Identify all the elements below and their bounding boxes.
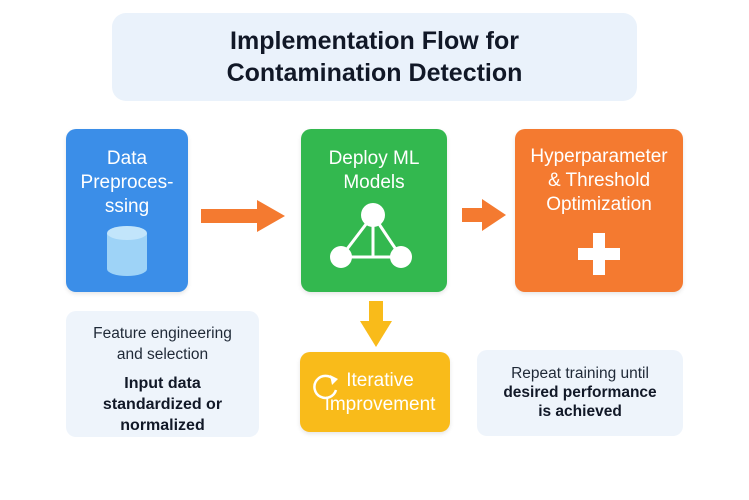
step-deploy-ml-models: Deploy ML Models bbox=[301, 129, 447, 292]
note-repeat-training: Repeat training until desired performanc… bbox=[477, 350, 683, 436]
step-label: Deploy ML Models bbox=[328, 148, 420, 193]
step-label: Hyperparameter & Threshold Optimization bbox=[530, 146, 668, 215]
note-text: and selection bbox=[116, 346, 209, 363]
note-text-bold: is achieved bbox=[538, 403, 622, 420]
note-text: Feature engineering bbox=[93, 325, 232, 342]
note-text-bold: Input data bbox=[124, 375, 201, 392]
network-icon bbox=[330, 203, 412, 268]
note-text: Repeat training until bbox=[511, 365, 649, 382]
database-icon bbox=[107, 226, 147, 276]
step-hyperparameter-optimization: Hyperparameter & Threshold Optimization bbox=[515, 129, 683, 292]
step-iterative-improvement: Iterative Improvement bbox=[300, 352, 450, 432]
step-label: Data Preproces- ssing bbox=[80, 148, 174, 217]
arrow-right-2 bbox=[462, 199, 506, 231]
note-feature-engineering: Feature engineering and selection Input … bbox=[66, 311, 259, 437]
title-line-1: Implementation Flow for bbox=[230, 27, 519, 55]
note-text-bold: desired performance bbox=[503, 384, 657, 401]
diagram-title: Implementation Flow for Contamination De… bbox=[112, 13, 637, 101]
note-text-bold: normalized bbox=[120, 417, 205, 434]
title-line-2: Contamination Detection bbox=[226, 59, 523, 87]
arrow-right-1 bbox=[201, 200, 285, 232]
step-data-preprocessing: Data Preproces- ssing bbox=[66, 129, 188, 292]
plus-icon bbox=[578, 233, 620, 275]
note-text-bold: standardized or bbox=[102, 396, 223, 413]
step-label: Iterative Improvement bbox=[324, 370, 436, 415]
arrow-down bbox=[360, 301, 392, 347]
cycle-arrow-icon bbox=[313, 374, 338, 400]
